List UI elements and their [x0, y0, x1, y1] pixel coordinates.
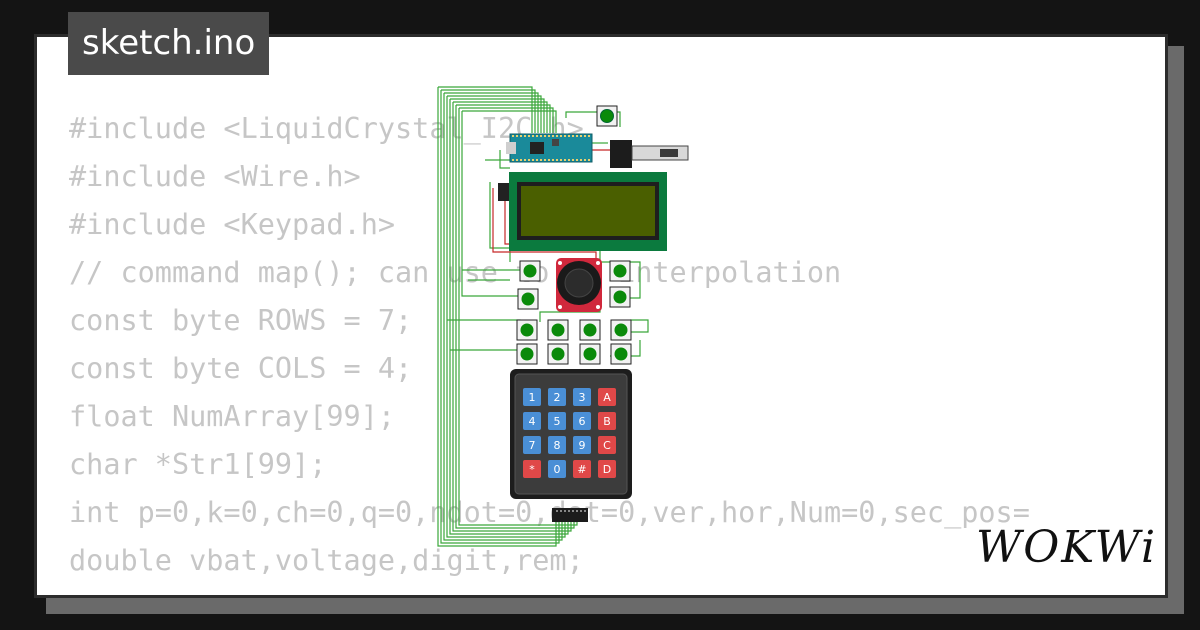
- push-button-group: [516, 260, 632, 365]
- key-7[interactable]: 7: [523, 436, 541, 454]
- key-1[interactable]: 1: [523, 388, 541, 406]
- key-star[interactable]: *: [523, 460, 541, 478]
- key-a[interactable]: A: [598, 388, 616, 406]
- slide-potentiometer[interactable]: [610, 140, 689, 168]
- key-label: C: [603, 439, 611, 452]
- key-hash[interactable]: #: [573, 460, 591, 478]
- key-label: 4: [529, 415, 536, 428]
- wokwi-logo: WOKWi: [976, 522, 1158, 573]
- key-label: 6: [579, 415, 586, 428]
- key-label: 3: [579, 391, 586, 404]
- key-label: 5: [554, 415, 561, 428]
- key-label: B: [603, 415, 611, 428]
- push-button[interactable]: [516, 319, 538, 341]
- code-line: float t;: [69, 585, 1030, 595]
- push-button[interactable]: [516, 343, 538, 365]
- push-button[interactable]: [517, 288, 539, 310]
- key-c[interactable]: C: [598, 436, 616, 454]
- key-9[interactable]: 9: [573, 436, 591, 454]
- key-0[interactable]: 0: [548, 460, 566, 478]
- key-label: 2: [554, 391, 561, 404]
- push-button[interactable]: [547, 343, 569, 365]
- key-label: A: [603, 391, 611, 404]
- key-4[interactable]: 4: [523, 412, 541, 430]
- key-label: #: [577, 463, 586, 476]
- code-line: #include <Wire.h>: [69, 160, 361, 193]
- key-label: 0: [554, 463, 561, 476]
- code-line: double vbat,voltage,digit,rem;: [69, 544, 584, 577]
- key-label: D: [603, 463, 611, 476]
- key-8[interactable]: 8: [548, 436, 566, 454]
- push-button[interactable]: [579, 319, 601, 341]
- push-button[interactable]: [519, 260, 541, 282]
- push-button[interactable]: [547, 319, 569, 341]
- push-button[interactable]: [610, 319, 632, 341]
- code-line: char *Str1[99];: [69, 448, 327, 481]
- push-button-top[interactable]: [596, 105, 618, 127]
- key-b[interactable]: B: [598, 412, 616, 430]
- code-line: #include <LiquidCrystal_I2C.h>: [69, 112, 584, 145]
- key-6[interactable]: 6: [573, 412, 591, 430]
- code-line: // command map(); can use to do interpol…: [69, 256, 842, 289]
- file-tab[interactable]: sketch.ino: [68, 12, 270, 75]
- push-button[interactable]: [579, 343, 601, 365]
- key-2[interactable]: 2: [548, 388, 566, 406]
- key-label: 8: [554, 439, 561, 452]
- code-line: const byte COLS = 4;: [69, 352, 413, 385]
- key-label: 7: [529, 439, 536, 452]
- key-3[interactable]: 3: [573, 388, 591, 406]
- key-label: 1: [529, 391, 536, 404]
- key-5[interactable]: 5: [548, 412, 566, 430]
- code-line: const byte ROWS = 7;: [69, 304, 413, 337]
- push-button[interactable]: [609, 260, 631, 282]
- push-button[interactable]: [610, 343, 632, 365]
- push-button[interactable]: [609, 286, 631, 308]
- code-line: #include <Keypad.h>: [69, 208, 396, 241]
- key-d[interactable]: D: [598, 460, 616, 478]
- key-label: *: [529, 463, 535, 476]
- keypad-keys: 1 2 3 A 4 5 6 B 7 8 9 C * 0 # D: [523, 388, 616, 478]
- key-label: 9: [579, 439, 586, 452]
- code-line: float NumArray[99];: [69, 400, 396, 433]
- analog-joystick[interactable]: [556, 258, 602, 312]
- code-line: int p=0,k=0,ch=0,q=0,ndot=0,dot=0,ver,ho…: [69, 496, 1030, 529]
